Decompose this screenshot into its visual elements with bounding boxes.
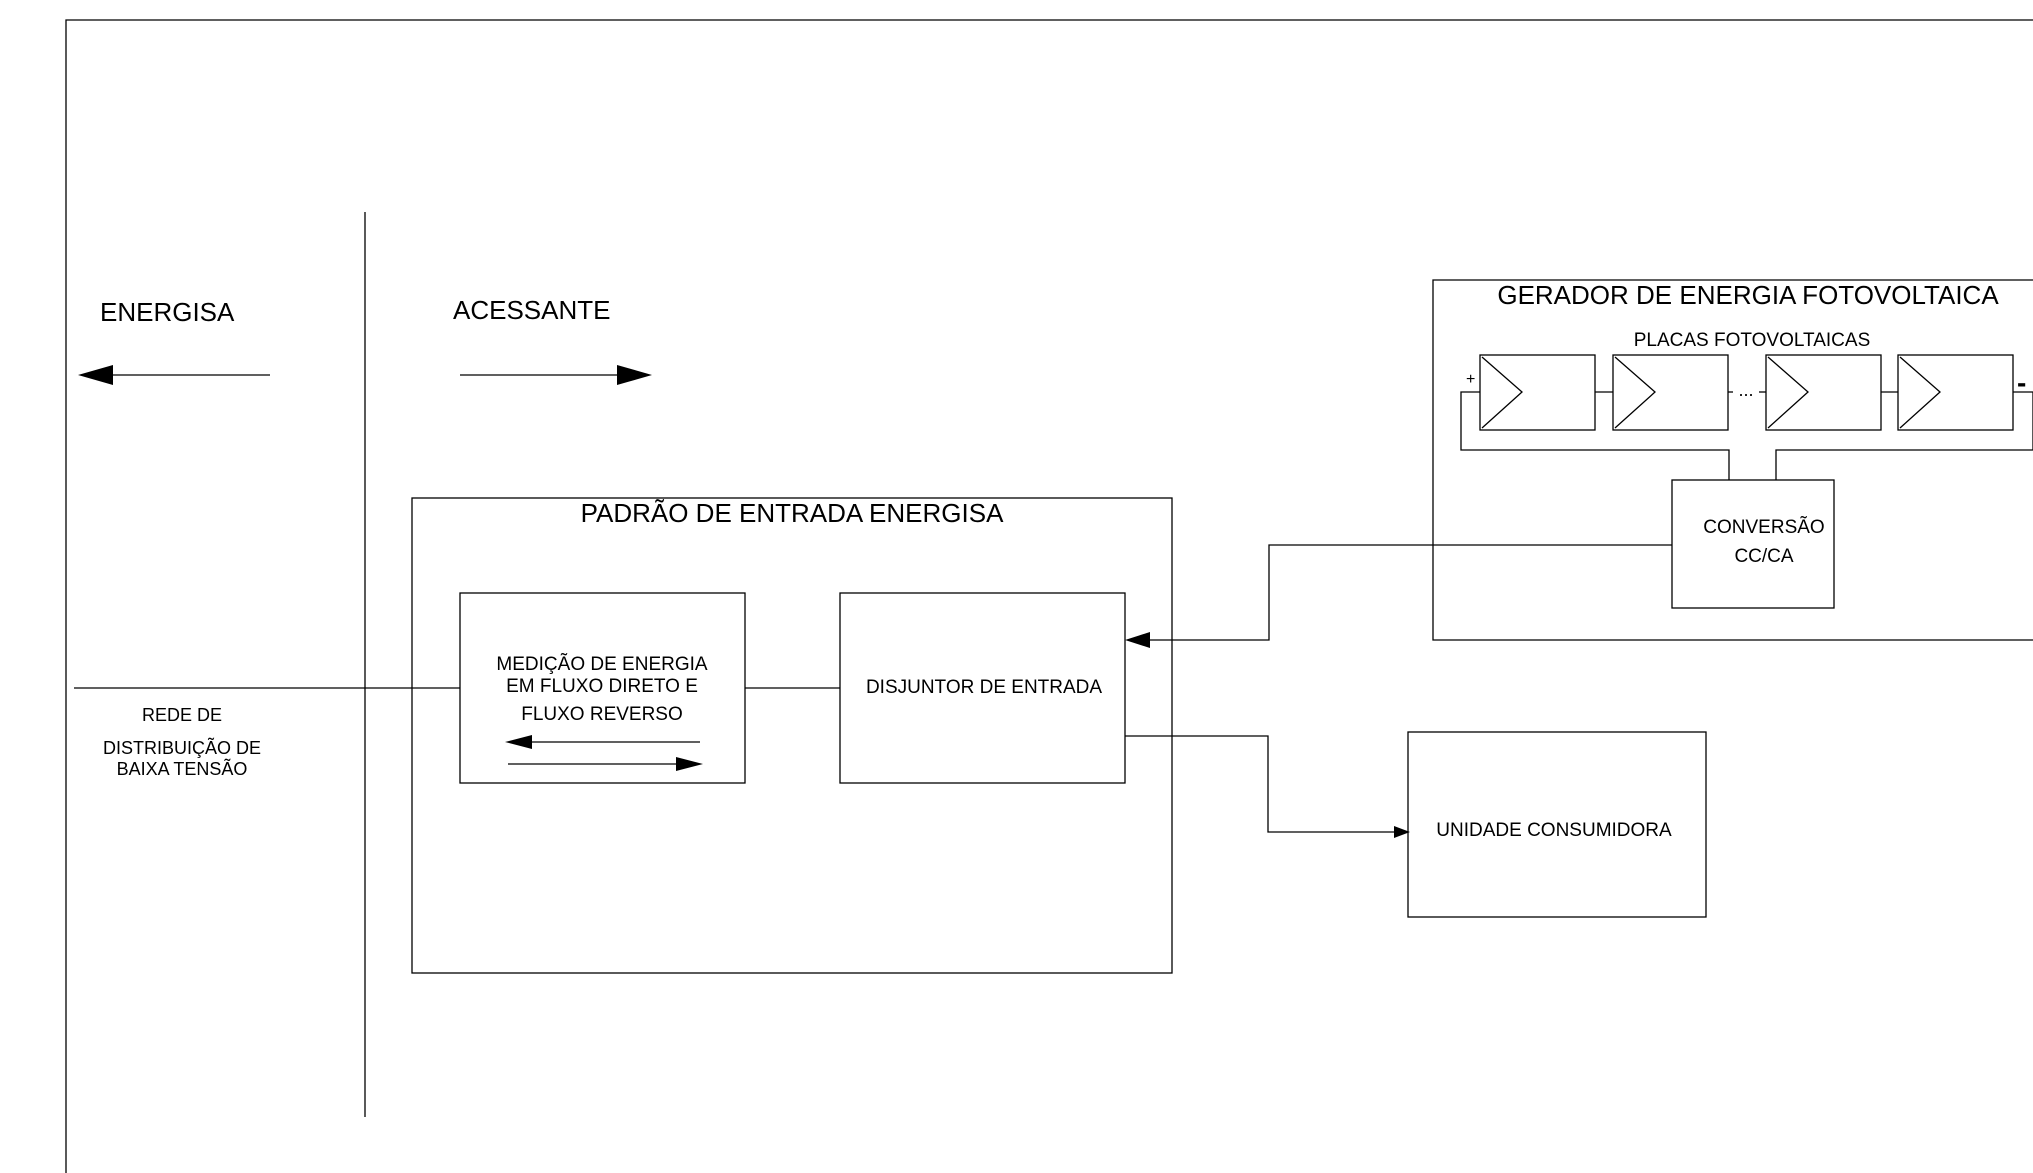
acessante-arrow-head-icon [617, 365, 652, 385]
negative-string-wire [1775, 391, 2033, 480]
inverter-output-arrow-icon [1125, 632, 1150, 648]
outer-frame [65, 19, 2033, 1173]
direct-flow-arrow-icon [676, 757, 703, 771]
padrao-entrada-box [411, 497, 1173, 974]
rede-label-line1: REDE DE [142, 705, 222, 725]
panel-ellipsis: ... [1738, 380, 1753, 400]
minus-terminal-label: - [2017, 367, 2026, 398]
conversao-box [1671, 479, 1835, 609]
pv-panel [1612, 354, 1729, 431]
unidade-consumidora-label: UNIDADE CONSUMIDORA [1436, 820, 1672, 841]
reverse-flow-arrow-icon [505, 735, 532, 749]
medicao-label-line2: EM FLUXO DIRETO E [506, 676, 698, 697]
pv-panel [1897, 354, 2014, 431]
acessante-label: ACESSANTE [453, 295, 611, 325]
disjuntor-label: DISJUNTOR DE ENTRADA [866, 677, 1102, 698]
plus-terminal-label: + [1466, 371, 1475, 388]
pv-panel [1765, 354, 1882, 431]
rede-label-line3: BAIXA TENSÃO [117, 758, 248, 779]
gerador-title: GERADOR DE ENERGIA FOTOVOLTAICA [1497, 280, 1999, 310]
pv-panel [1479, 354, 1596, 431]
padrao-entrada-title: PADRÃO DE ENTRADA ENERGISA [581, 498, 1004, 528]
disjuntor-box [839, 592, 1126, 784]
unidade-consumidora-box [1407, 731, 1707, 918]
rede-label-line2: DISTRIBUIÇÃO DE [103, 737, 261, 758]
medicao-label-line3: FLUXO REVERSO [521, 704, 683, 725]
positive-string-wire [1460, 391, 1730, 480]
energisa-label: ENERGISA [100, 297, 235, 327]
conversao-label-line2: CC/CA [1734, 546, 1793, 567]
energisa-arrow-head-icon [78, 365, 113, 385]
load-feed-wire [1125, 735, 1395, 833]
medicao-label-line1: MEDIÇÃO DE ENERGIA [496, 653, 707, 675]
placas-label: PLACAS FOTOVOLTAICAS [1634, 330, 1871, 351]
load-feed-arrow-icon [1394, 826, 1410, 838]
inverter-output-wire [1150, 544, 1672, 641]
conversao-label-line1: CONVERSÃO [1703, 516, 1824, 538]
gerador-box [1432, 279, 2033, 641]
